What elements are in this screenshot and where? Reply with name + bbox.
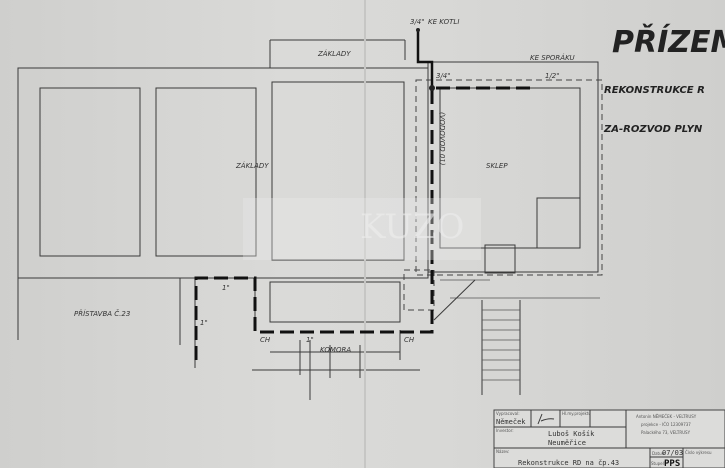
watermark: KUZO [243,198,481,260]
investor-place: Neuměřice [548,439,586,447]
drawn-by: Němeček [496,418,526,426]
dim-34-top: 3/4" [410,18,425,26]
dashed-outlines [403,79,603,311]
ch-1: CH [260,336,271,344]
designer-line1: Antonín NĚMEČEK - VELTRUSY [636,414,697,419]
dim-12: 1/2" [545,72,560,80]
drawn-by-label: Vypracoval: [496,411,520,416]
date-label: Datum [652,451,666,456]
date: 07/03 [662,449,683,457]
dim-1c: 1" [306,336,314,344]
dim-1a: 1" [222,284,230,292]
watermark: KUZO [360,207,464,247]
label-vertical-note: (VODOVOD 01) [438,112,446,166]
responsible-label: Hl.my.projektu [562,411,591,416]
ch-2: CH [404,336,415,344]
number-label: Číslo výkresu [685,450,712,455]
label-sklep: SKLEP [486,162,508,170]
designer-line3: Palackého 73, VELTRUSY [641,430,691,435]
drawing-subtitle-1: REKONSTRUKCE R [604,85,705,96]
drawing-subtitle-2: ZA-ROZVOD PLYN [603,124,703,135]
dim-1b: 1" [200,319,208,327]
investor-name: Luboš Košík [548,430,595,438]
drawing-title: PŘÍZEMÍ [612,24,725,60]
label-ke-kotli: KE KOTLI [428,18,459,26]
investor-label: Investor: [496,428,514,433]
name-label: Název: [496,449,510,454]
stage: PPS [664,459,680,468]
label-komora: KOMORA [320,346,351,354]
label-pristavba: PŘÍSTAVBA Č.23 [74,309,130,318]
stairs [433,244,600,395]
label-ke-sporaku: KE SPORÁKU [530,53,575,62]
stage-label: Stupeň [651,461,666,466]
designer-line2: projekce - IČO 12309737 [641,422,691,427]
walls [17,0,599,468]
dim-34: 3/4" [436,72,451,80]
label-zaklady-top: ZÁKLADY [317,49,351,58]
label-zaklady: ZÁKLADY [235,161,269,170]
gas-pipe [194,28,536,360]
title-block: Vypracoval: Němeček Hl.my.projektu Inves… [493,409,725,468]
project-name: Rekonstrukce RD na čp.43 [518,459,619,467]
